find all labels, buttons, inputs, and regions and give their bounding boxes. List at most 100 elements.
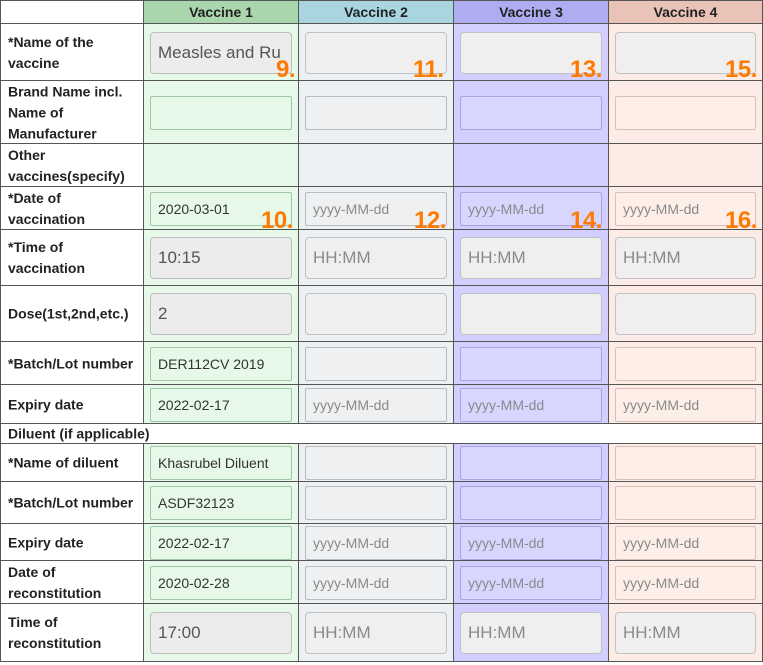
annotation-marker: 15. — [725, 56, 757, 83]
vaccine-3-input[interactable] — [460, 446, 602, 480]
vaccine-4-input[interactable]: yyyy-MM-dd — [615, 191, 756, 226]
vaccine-1-cell: 2 — [143, 286, 298, 342]
annotation-marker: 12. — [414, 207, 446, 234]
vaccine-3-input[interactable]: HH:MM — [460, 611, 602, 654]
vaccine-2-cell — [298, 286, 453, 342]
annotation-marker: 14. — [570, 207, 602, 234]
vaccine-1-input[interactable]: DER112CV 2019 — [150, 346, 292, 381]
row-label-cell: Brand Name incl. Name of Manufacturer — [0, 81, 143, 144]
row-label-cell: Expiry date — [0, 385, 143, 424]
vaccine-1-input[interactable]: Khasrubel Diluent — [150, 446, 292, 480]
vaccine-4-cell — [608, 144, 763, 187]
vaccine-3-cell: yyyy-MM-dd — [453, 561, 608, 604]
vaccine-2-input[interactable] — [305, 31, 447, 74]
vaccine-2-input[interactable]: HH:MM — [305, 237, 447, 279]
vaccine-1-input[interactable]: 2022-02-17 — [150, 525, 292, 560]
section-header-cell: Diluent (if applicable) — [0, 424, 763, 444]
column-header: Vaccine 4 — [609, 1, 762, 24]
annotation-marker: 11. — [413, 56, 444, 83]
row-label: *Batch/Lot number — [8, 494, 134, 511]
vaccine-3-cell: HH:MM — [453, 230, 608, 286]
vaccine-1-cell — [143, 81, 298, 144]
vaccine-4-input[interactable] — [615, 446, 756, 480]
vaccine-2-input[interactable]: yyyy-MM-dd — [305, 525, 447, 560]
row-label: Other vaccines(specify) — [8, 146, 125, 184]
vaccine-1-cell: 2020-03-01 — [143, 187, 298, 230]
row-label-cell: *Name of the vaccine — [0, 24, 143, 81]
column-header: Vaccine 3 — [454, 1, 608, 24]
vaccine-4-cell — [608, 444, 763, 482]
vaccine-1-input[interactable]: 2022-02-17 — [150, 387, 292, 422]
vaccine-3-input[interactable]: yyyy-MM-dd — [460, 191, 602, 226]
vaccine-4-input[interactable] — [615, 346, 756, 381]
vaccine-1-cell — [143, 144, 298, 187]
vaccine-3-input[interactable]: HH:MM — [460, 237, 602, 279]
vaccine-3-input[interactable]: yyyy-MM-dd — [460, 565, 602, 600]
vaccine-3-input[interactable] — [460, 486, 602, 520]
vaccine-4-input[interactable]: HH:MM — [615, 611, 756, 654]
vaccine-4-cell: HH:MM — [608, 230, 763, 286]
vaccine-2-input[interactable] — [305, 293, 447, 335]
vaccine-3-cell — [453, 24, 608, 81]
vaccine-2-cell — [298, 81, 453, 144]
vaccine-4-input[interactable]: HH:MM — [615, 237, 756, 279]
vaccine-4-cell — [608, 81, 763, 144]
vaccine-2-input[interactable]: yyyy-MM-dd — [305, 191, 447, 226]
vaccine-4-cell: HH:MM — [608, 604, 763, 661]
vaccine-1-input[interactable]: 10:15 — [150, 237, 292, 279]
vaccine-1-input[interactable]: 2020-03-01 — [150, 191, 292, 226]
vaccine-4-input[interactable]: yyyy-MM-dd — [615, 525, 756, 560]
vaccine-1-input[interactable] — [150, 95, 292, 130]
vaccine-4-input[interactable]: yyyy-MM-dd — [615, 565, 756, 600]
header-cell-vaccine-4: Vaccine 4 — [608, 1, 763, 24]
vaccine-1-cell: 17:00 — [143, 604, 298, 661]
form-row: Expiry date 2022-02-17 yyyy-MM-dd yyyy-MM-d… — [0, 384, 763, 424]
vaccine-3-input[interactable] — [460, 31, 602, 74]
annotation-marker: 9. — [276, 56, 296, 83]
vaccine-3-input[interactable]: yyyy-MM-dd — [460, 387, 602, 422]
vaccine-2-cell: yyyy-MM-dd — [298, 524, 453, 561]
form-row: Brand Name incl. Name of Manufacturer — [0, 80, 763, 144]
vaccine-4-input[interactable] — [615, 31, 756, 74]
vaccine-2-input[interactable]: yyyy-MM-dd — [305, 565, 447, 600]
vaccine-1-cell: DER112CV 2019 — [143, 342, 298, 385]
vaccine-3-input[interactable] — [460, 95, 602, 130]
vaccine-2-cell — [298, 482, 453, 524]
vaccine-1-input[interactable]: 2 — [150, 293, 292, 335]
vaccine-2-cell: HH:MM — [298, 230, 453, 286]
vaccine-4-cell: yyyy-MM-dd — [608, 524, 763, 561]
vaccine-4-cell — [608, 286, 763, 342]
vaccine-1-input[interactable]: Measles and Ru — [150, 31, 292, 74]
row-label: Expiry date — [8, 396, 84, 412]
vaccine-2-input[interactable]: yyyy-MM-dd — [305, 387, 447, 422]
vaccine-4-input[interactable]: yyyy-MM-dd — [615, 387, 756, 422]
vaccine-2-cell — [298, 24, 453, 81]
vaccine-2-input[interactable] — [305, 346, 447, 381]
vaccine-3-input[interactable]: yyyy-MM-dd — [460, 525, 602, 560]
row-label-cell: *Batch/Lot number — [0, 342, 143, 385]
header-cell-vaccine-2: Vaccine 2 — [298, 1, 453, 24]
vaccine-4-input[interactable] — [615, 486, 756, 520]
vaccine-1-input[interactable]: 17:00 — [150, 611, 292, 654]
vaccine-1-input[interactable]: 2020-02-28 — [150, 565, 292, 600]
vaccine-2-input[interactable]: HH:MM — [305, 611, 447, 654]
vaccine-2-input[interactable] — [305, 486, 447, 520]
vaccine-3-input[interactable] — [460, 293, 602, 335]
vaccine-4-input[interactable] — [615, 95, 756, 130]
row-label-cell: *Name of diluent — [0, 444, 143, 482]
annotation-marker: 10. — [261, 207, 293, 234]
vaccine-3-cell: yyyy-MM-dd — [453, 524, 608, 561]
vaccine-3-cell: HH:MM — [453, 604, 608, 661]
vaccine-3-cell — [453, 444, 608, 482]
vaccine-2-input[interactable] — [305, 446, 447, 480]
vaccine-4-cell — [608, 342, 763, 385]
vaccine-3-input[interactable] — [460, 346, 602, 381]
vaccine-2-input[interactable] — [305, 95, 447, 130]
form-row: Dose(1st,2nd,etc.)2 — [0, 285, 763, 342]
vaccine-4-input[interactable] — [615, 293, 756, 335]
vaccine-1-input[interactable]: ASDF32123 — [150, 486, 292, 520]
